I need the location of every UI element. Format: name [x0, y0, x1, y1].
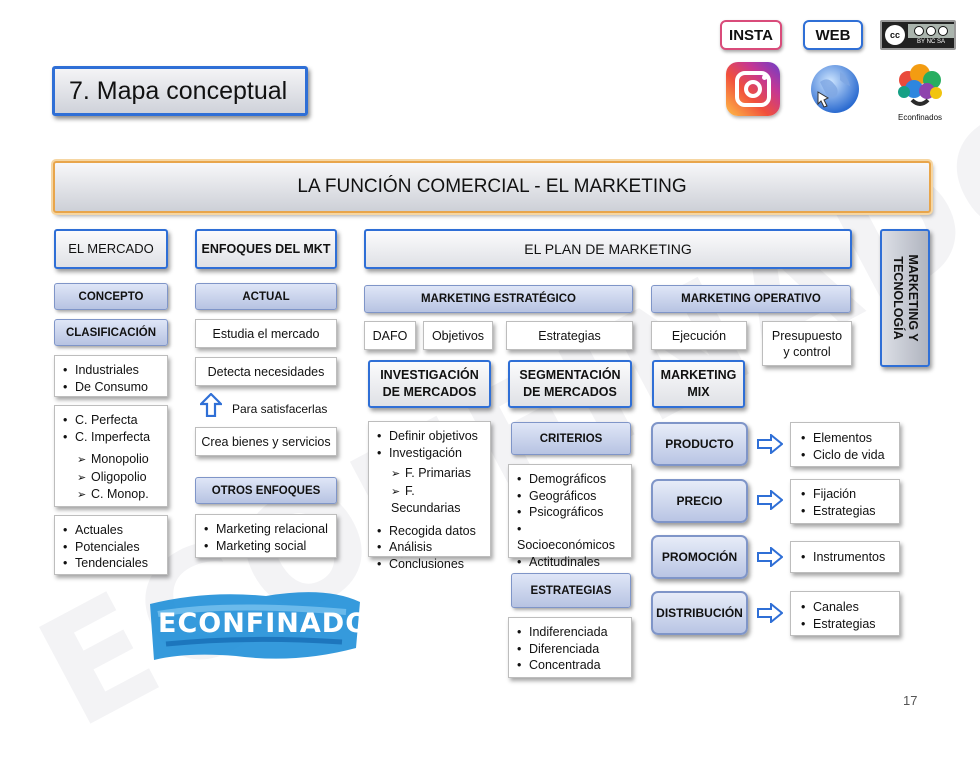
mercado-list-3: Actuales Potenciales Tendenciales	[54, 515, 168, 575]
list-item: Demográficos	[517, 471, 623, 488]
enfoques-actual: ACTUAL	[195, 283, 337, 310]
cc-symbols	[908, 24, 954, 38]
list-subitem: Monopolio	[63, 451, 159, 469]
list-item: Concentrada	[517, 657, 623, 674]
enfoque-item: Crea bienes y servicios	[195, 427, 337, 456]
producto-list: Elementos Ciclo de vida	[790, 422, 900, 467]
investigacion-list: Definir objetivos Investigación F. Prima…	[368, 421, 491, 571]
mix-promocion: PROMOCIÓN	[651, 535, 748, 579]
list-item: Potenciales	[63, 539, 159, 556]
list-item: Conclusiones	[377, 556, 482, 573]
right-arrow-icon	[757, 547, 783, 567]
list-item: Psicográficos	[517, 504, 623, 521]
estrategias-header: ESTRATEGIAS	[511, 573, 631, 608]
brand-label: Econfinados	[897, 113, 943, 122]
list-subitem: F. Secundarias	[377, 483, 482, 517]
list-item: Recogida datos	[377, 523, 482, 540]
list-item: Geográficos	[517, 488, 623, 505]
mercado-list-1: Industriales De Consumo	[54, 355, 168, 397]
list-item: Socioeconómicos	[517, 521, 623, 554]
criterios-list: Demográficos Geográficos Psicográficos S…	[508, 464, 632, 569]
list-subitem: C. Monop.	[63, 486, 159, 504]
enfoque-item: Estudia el mercado	[195, 319, 337, 348]
list-item: Definir objetivos	[377, 428, 482, 445]
list-item: Actitudinales	[517, 554, 623, 571]
list-item: Diferenciada	[517, 641, 623, 658]
estrategias-list: Indiferenciada Diferenciada Concentrada	[508, 617, 632, 678]
segmentacion-header: SEGMENTACIÓN DE MERCADOS	[508, 360, 632, 408]
enfoques-otros: OTROS ENFOQUES	[195, 477, 337, 504]
criterios-header: CRITERIOS	[511, 422, 631, 455]
enfoques-header: ENFOQUES DEL MKT	[195, 229, 337, 269]
list-item: Fijación	[801, 486, 889, 503]
precio-list: Fijación Estrategias	[790, 479, 900, 524]
list-item: Canales	[801, 599, 889, 616]
insta-button[interactable]: INSTA	[720, 20, 782, 50]
presupuesto-box: Presupuesto y control	[762, 321, 852, 366]
arrow-label: Para satisfacerlas	[232, 402, 328, 416]
promocion-list: Instrumentos	[790, 541, 900, 573]
slide-title: 7. Mapa conceptual	[52, 66, 308, 116]
marketing-mix-header: MARKETING MIX	[652, 360, 745, 408]
otros-enfoques-list: Marketing relacional Marketing social	[195, 514, 337, 558]
list-item: Ciclo de vida	[801, 447, 889, 464]
list-item: C. Perfecta	[63, 412, 159, 429]
up-arrow-icon	[200, 393, 222, 417]
distribucion-list: Canales Estrategias	[790, 591, 900, 636]
marketing-estrategico: MARKETING ESTRATÉGICO	[364, 285, 633, 313]
list-item: C. Imperfecta	[63, 429, 159, 446]
mercado-header: EL MERCADO	[54, 229, 168, 269]
mix-producto: PRODUCTO	[651, 422, 748, 466]
dafo-box: DAFO	[364, 321, 416, 350]
right-arrow-icon	[757, 603, 783, 623]
marketing-tecnologia-box: MARKETING Y TECNOLOGÍA	[880, 229, 930, 367]
mercado-list-2: C. Perfecta C. Imperfecta Monopolio Olig…	[54, 405, 168, 507]
econfinados-brain-logo[interactable]: Econfinados	[884, 60, 956, 122]
list-item: Elementos	[801, 430, 889, 447]
main-title: LA FUNCIÓN COMERCIAL - EL MARKETING	[53, 161, 931, 213]
list-item: Estrategias	[801, 503, 889, 520]
list-item: Análisis	[377, 539, 482, 556]
cc-icon: cc	[885, 25, 905, 45]
mix-precio: PRECIO	[651, 479, 748, 523]
marketing-operativo: MARKETING OPERATIVO	[651, 285, 851, 313]
list-item: Marketing social	[204, 538, 328, 555]
cc-badge-text: BY NC SA	[917, 39, 945, 45]
list-item: Actuales	[63, 522, 159, 539]
right-arrow-icon	[757, 490, 783, 510]
list-item: Investigación	[377, 445, 482, 462]
objetivos-box: Objetivos	[423, 321, 493, 350]
instagram-icon[interactable]	[726, 62, 780, 116]
list-item: Tendenciales	[63, 555, 159, 572]
list-item: De Consumo	[63, 379, 159, 396]
list-item: Industriales	[63, 362, 159, 379]
mercado-concepto: CONCEPTO	[54, 283, 168, 310]
globe-icon[interactable]	[808, 62, 862, 116]
investigacion-header: INVESTIGACIÓN DE MERCADOS	[368, 360, 491, 408]
list-item: Indiferenciada	[517, 624, 623, 641]
econfinados-banner[interactable]: ECONFINADOS	[146, 586, 389, 666]
ejecucion-box: Ejecución	[651, 321, 747, 350]
banner-text: ECONFINADOS	[158, 608, 390, 639]
cc-license-icon[interactable]: cc BY NC SA	[880, 20, 956, 50]
list-item: Instrumentos	[801, 549, 889, 566]
list-subitem: F. Primarias	[377, 465, 482, 483]
plan-header: EL PLAN DE MARKETING	[364, 229, 852, 269]
mercado-clasificacion: CLASIFICACIÓN	[54, 319, 168, 346]
page-number: 17	[903, 693, 918, 708]
list-subitem: Oligopolio	[63, 469, 159, 487]
estrategias-box: Estrategias	[506, 321, 633, 350]
list-item: Marketing relacional	[204, 521, 328, 538]
enfoque-item: Detecta necesidades	[195, 357, 337, 386]
mix-distribucion: DISTRIBUCIÓN	[651, 591, 748, 635]
list-item: Estrategias	[801, 616, 889, 633]
marketing-tecnologia-label: MARKETING Y TECNOLOGÍA	[891, 254, 920, 342]
web-button[interactable]: WEB	[803, 20, 863, 50]
right-arrow-icon	[757, 434, 783, 454]
